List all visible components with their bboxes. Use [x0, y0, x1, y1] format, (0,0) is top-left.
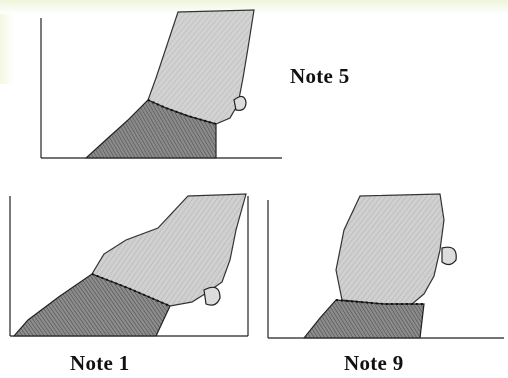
label-note-9: Note 9: [344, 351, 404, 376]
label-note-1: Note 1: [70, 351, 130, 376]
hock-sketch-note-1: [8, 190, 252, 340]
hock-sketch-note-9: [264, 190, 508, 340]
hock-sketch-note-5: [38, 8, 288, 160]
label-note-5: Note 5: [290, 64, 350, 89]
left-tint: [0, 14, 14, 84]
